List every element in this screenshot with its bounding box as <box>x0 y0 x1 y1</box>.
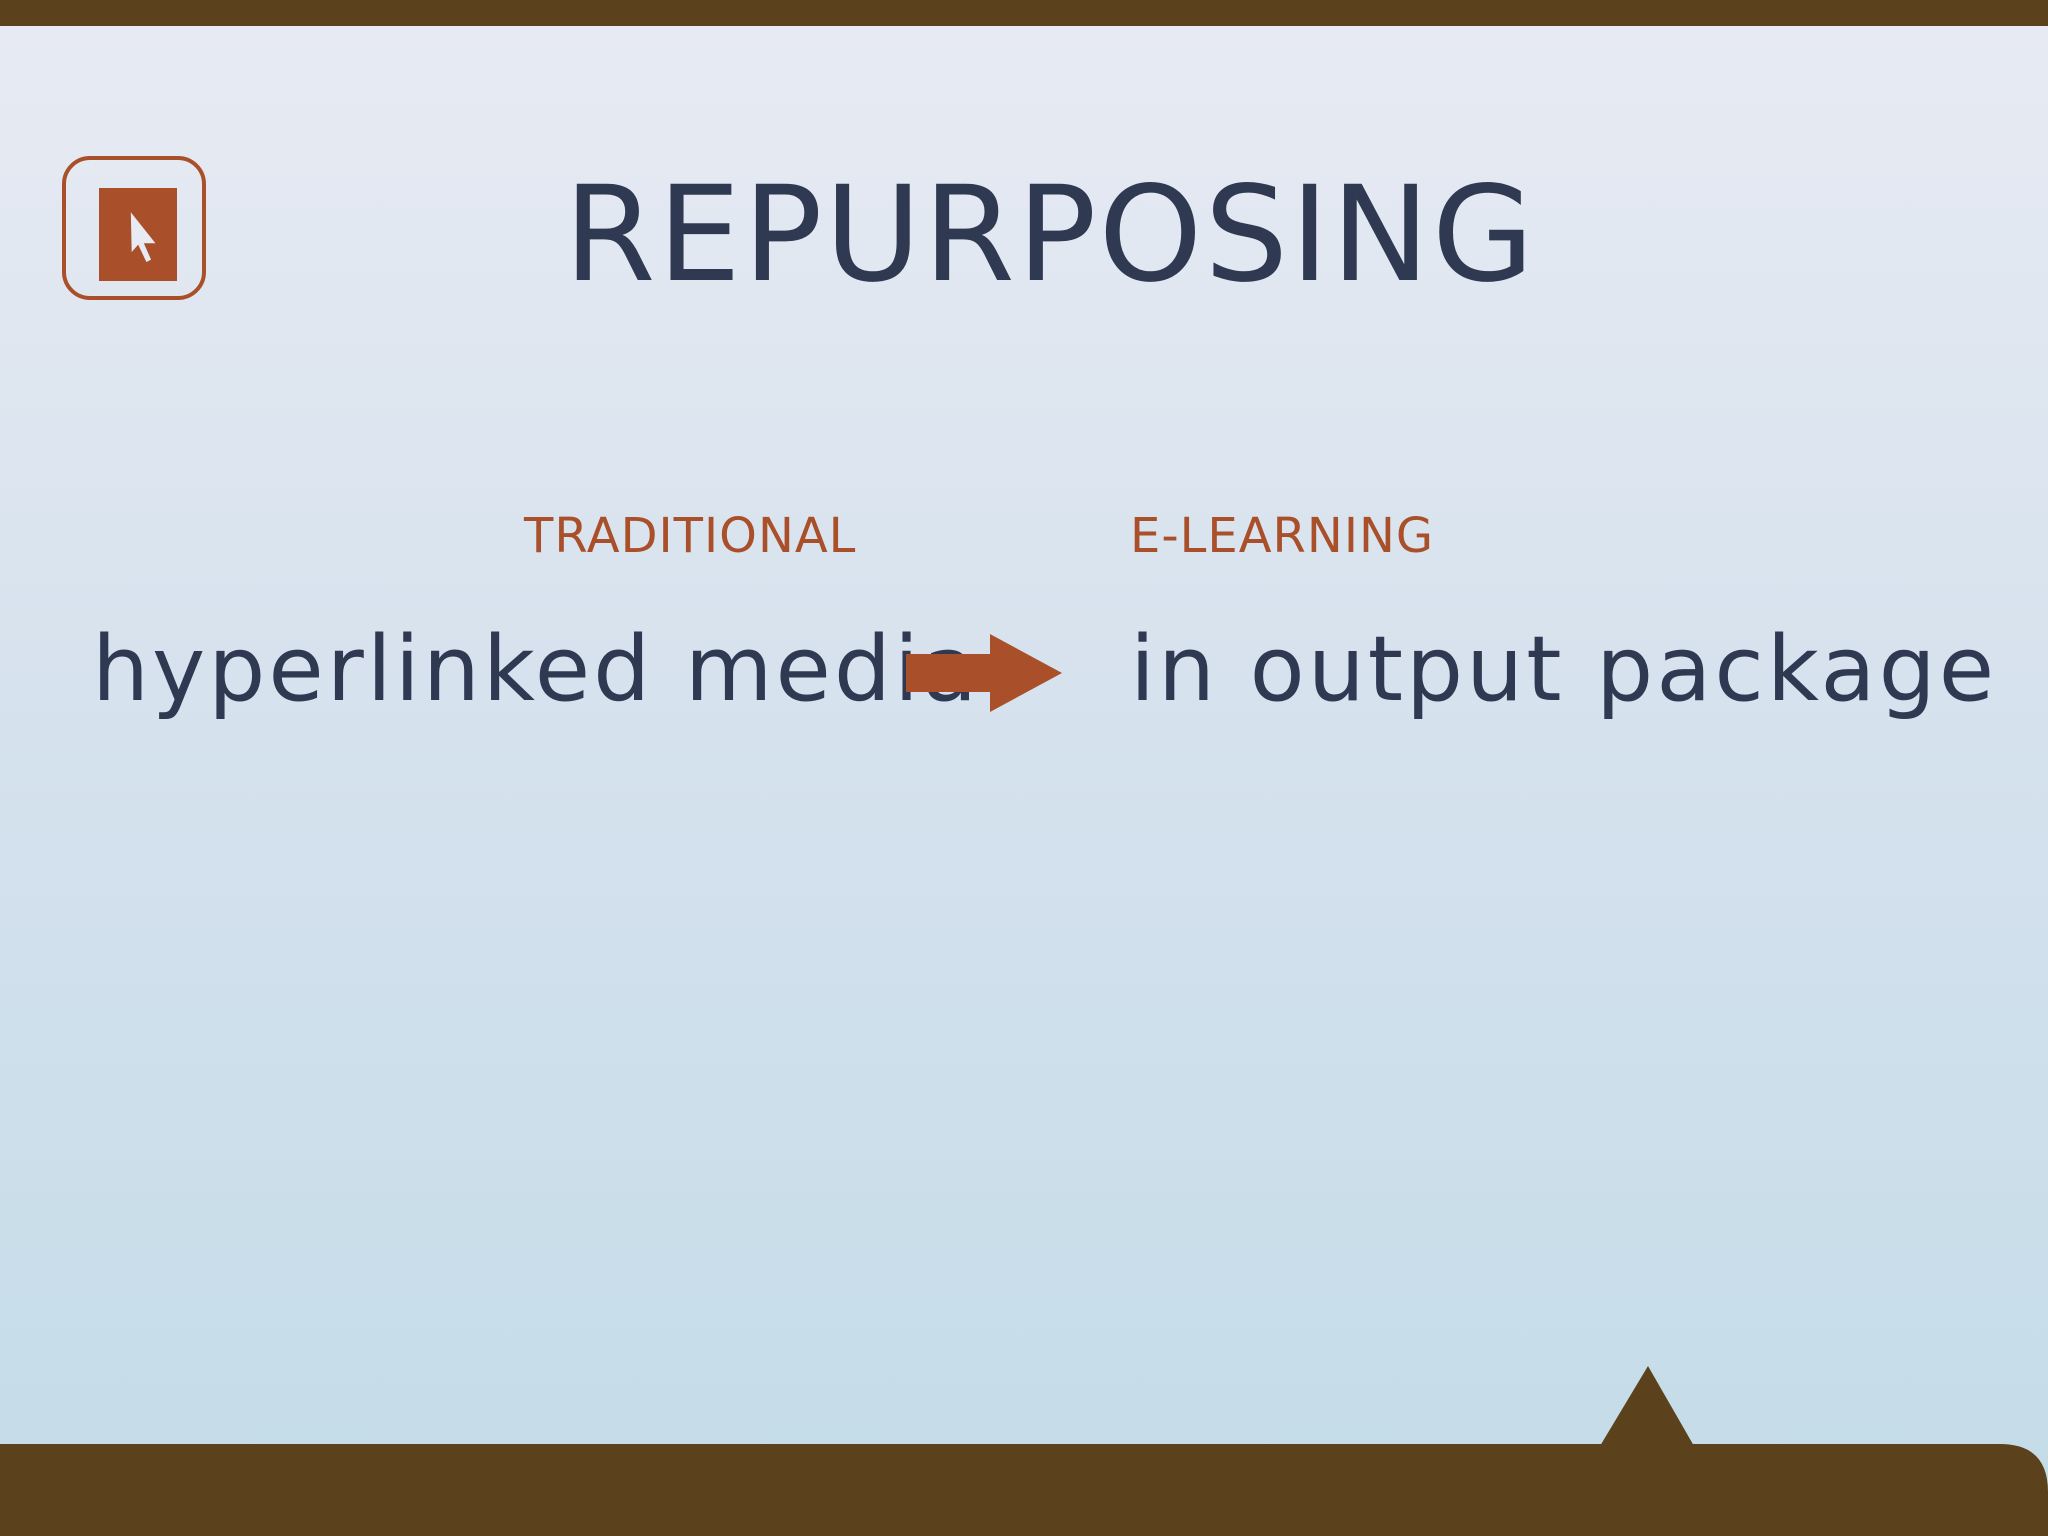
logo-frame <box>62 156 206 300</box>
slide-title: REPURPOSING <box>563 158 1537 312</box>
e-learning-label: E-LEARNING <box>1130 508 1435 564</box>
top-frame-bar <box>0 0 2048 26</box>
traditional-label: TRADITIONAL <box>524 508 857 564</box>
bottom-frame-bar <box>0 1444 2048 1536</box>
traditional-text: hyperlinked media <box>92 617 981 722</box>
bottom-frame-peak <box>1600 1366 1694 1446</box>
e-learning-text: in output package <box>1130 617 1998 722</box>
right-arrow-icon <box>906 634 1062 712</box>
cursor-icon <box>99 188 177 281</box>
